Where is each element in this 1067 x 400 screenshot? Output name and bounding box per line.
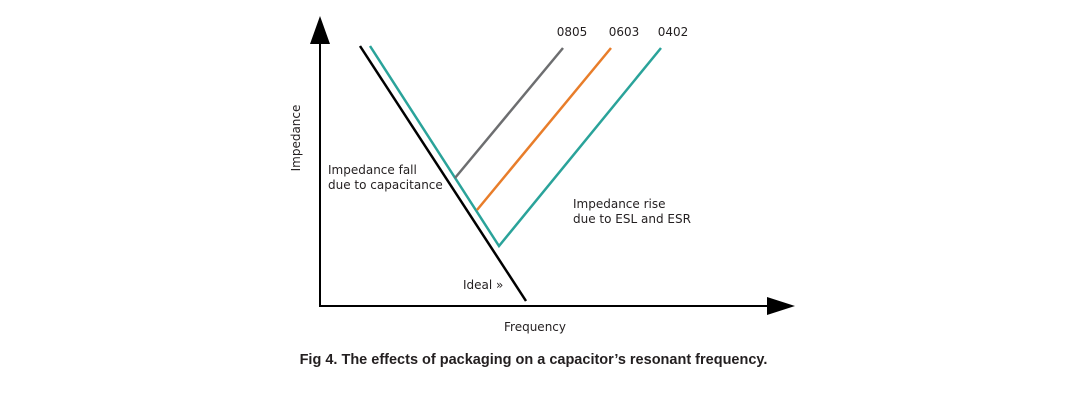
rise-label-line1: Impedance rise — [573, 197, 666, 211]
ideal-curve — [358, 45, 528, 302]
ideal-label: Ideal » — [463, 278, 503, 292]
rise-label-line2: due to ESL and ESR — [573, 212, 691, 226]
curve-0402 — [368, 45, 662, 249]
figure-caption: Fig 4. The effects of packaging on a cap… — [299, 352, 768, 368]
y-axis-arrow — [310, 16, 330, 44]
y-axis-label: Impedance — [289, 105, 303, 172]
fall-label-line1: Impedance fall — [328, 163, 417, 177]
package-label-0603: 0603 — [609, 25, 640, 39]
curve-0603 — [476, 47, 612, 211]
curve-0805 — [454, 47, 564, 179]
x-axis-label: Frequency — [504, 320, 566, 334]
axes — [310, 16, 795, 315]
package-label-0402: 0402 — [658, 25, 689, 39]
fall-label-line2: due to capacitance — [328, 178, 443, 192]
package-label-0805: 0805 — [557, 25, 588, 39]
x-axis-arrow — [767, 297, 795, 315]
